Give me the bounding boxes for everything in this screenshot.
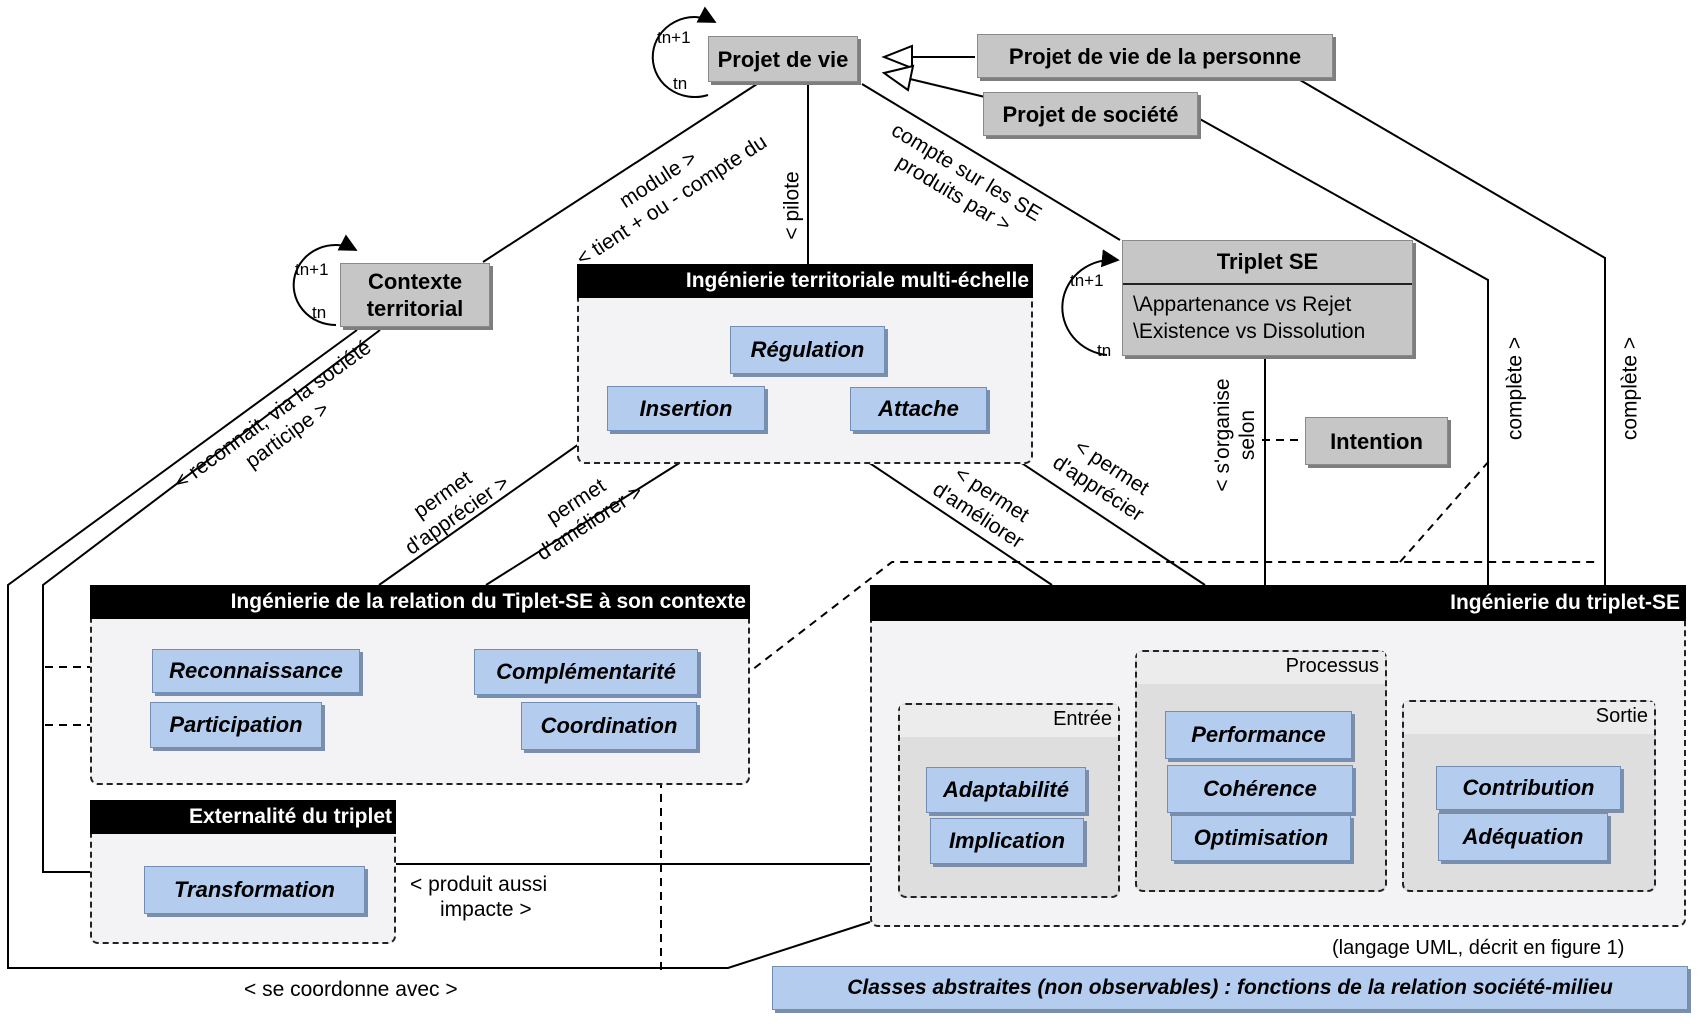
projet-personne-box: Projet de vie de la personne [977,34,1333,78]
projet-societe-box: Projet de société [983,92,1198,136]
projet-de-vie-box: Projet de vie [708,36,858,82]
time-current-label: tn [312,303,327,322]
relation-text: complète > [1503,336,1527,441]
complementarite-class: Complémentarité [474,649,698,695]
relation-label-organise: < s'organise selon [1210,360,1260,510]
reconnaissance-class: Reconnaissance [152,649,360,693]
relation-text: impacte > [440,898,532,921]
contexte-territorial-box: Contexte territorial [340,263,490,327]
relation-text: complète > [1618,336,1642,441]
regulation-class: Régulation [730,326,885,374]
ite-package-title: Ingénierie territoriale multi-échelle [577,264,1033,298]
relation-text: < produit aussi [410,873,548,896]
legend-box: Classes abstraites (non observables) : f… [772,966,1688,1010]
triplet-se-attribute: \Existence vs Dissolution [1133,320,1366,343]
relation-label-produit: < produit aussi impacte > [410,872,547,922]
time-next-label: tn+1 [295,260,329,279]
coordination-class: Coordination [521,702,697,750]
participation-class: Participation [150,702,322,748]
relation-text: < pilote [780,171,804,240]
attache-class: Attache [850,387,987,431]
relation-label-complete-2: complète > [1618,329,1643,449]
triplet-se-class: Triplet SE \Appartenance vs Rejet \Exist… [1122,240,1413,356]
adaptabilite-class: Adaptabilité [926,767,1086,813]
adequation-class: Adéquation [1438,813,1608,861]
intention-box: Intention [1305,417,1448,465]
contribution-class: Contribution [1436,766,1621,810]
relation-label-pilote: < pilote [780,151,805,261]
time-current-label: tn [1097,341,1112,360]
entree-label: Entrée [900,705,1118,737]
irt-package-title: Ingénierie de la relation du Tiplet-SE à… [90,585,750,619]
relation-text: < s'organise [1211,378,1234,492]
triplet-se-title: Triplet SE [1123,241,1412,285]
relation-label-coordonne: < se coordonne avec > [244,978,458,1001]
time-next-label: tn+1 [657,28,691,47]
time-next-label: tn+1 [1070,271,1104,290]
implication-class: Implication [930,818,1084,864]
relation-text: selon [1236,409,1259,461]
insertion-class: Insertion [607,386,765,431]
processus-label: Processus [1137,652,1385,684]
its-package-title: Ingénierie du triplet-SE [870,585,1686,621]
externalite-package-title: Externalité du triplet [90,800,396,834]
transformation-class: Transformation [144,866,365,914]
relation-label-complete-1: complète > [1503,329,1528,449]
sortie-label: Sortie [1404,702,1654,734]
uml-note: (langage UML, décrit en figure 1) [1332,937,1625,959]
legend-text: Classes abstraites (non observables) : f… [847,976,1613,999]
coherence-class: Cohérence [1167,765,1353,813]
triplet-se-attribute: \Appartenance vs Rejet [1133,293,1352,316]
performance-class: Performance [1165,711,1352,759]
optimisation-class: Optimisation [1171,815,1351,861]
time-current-label: tn [673,74,688,93]
